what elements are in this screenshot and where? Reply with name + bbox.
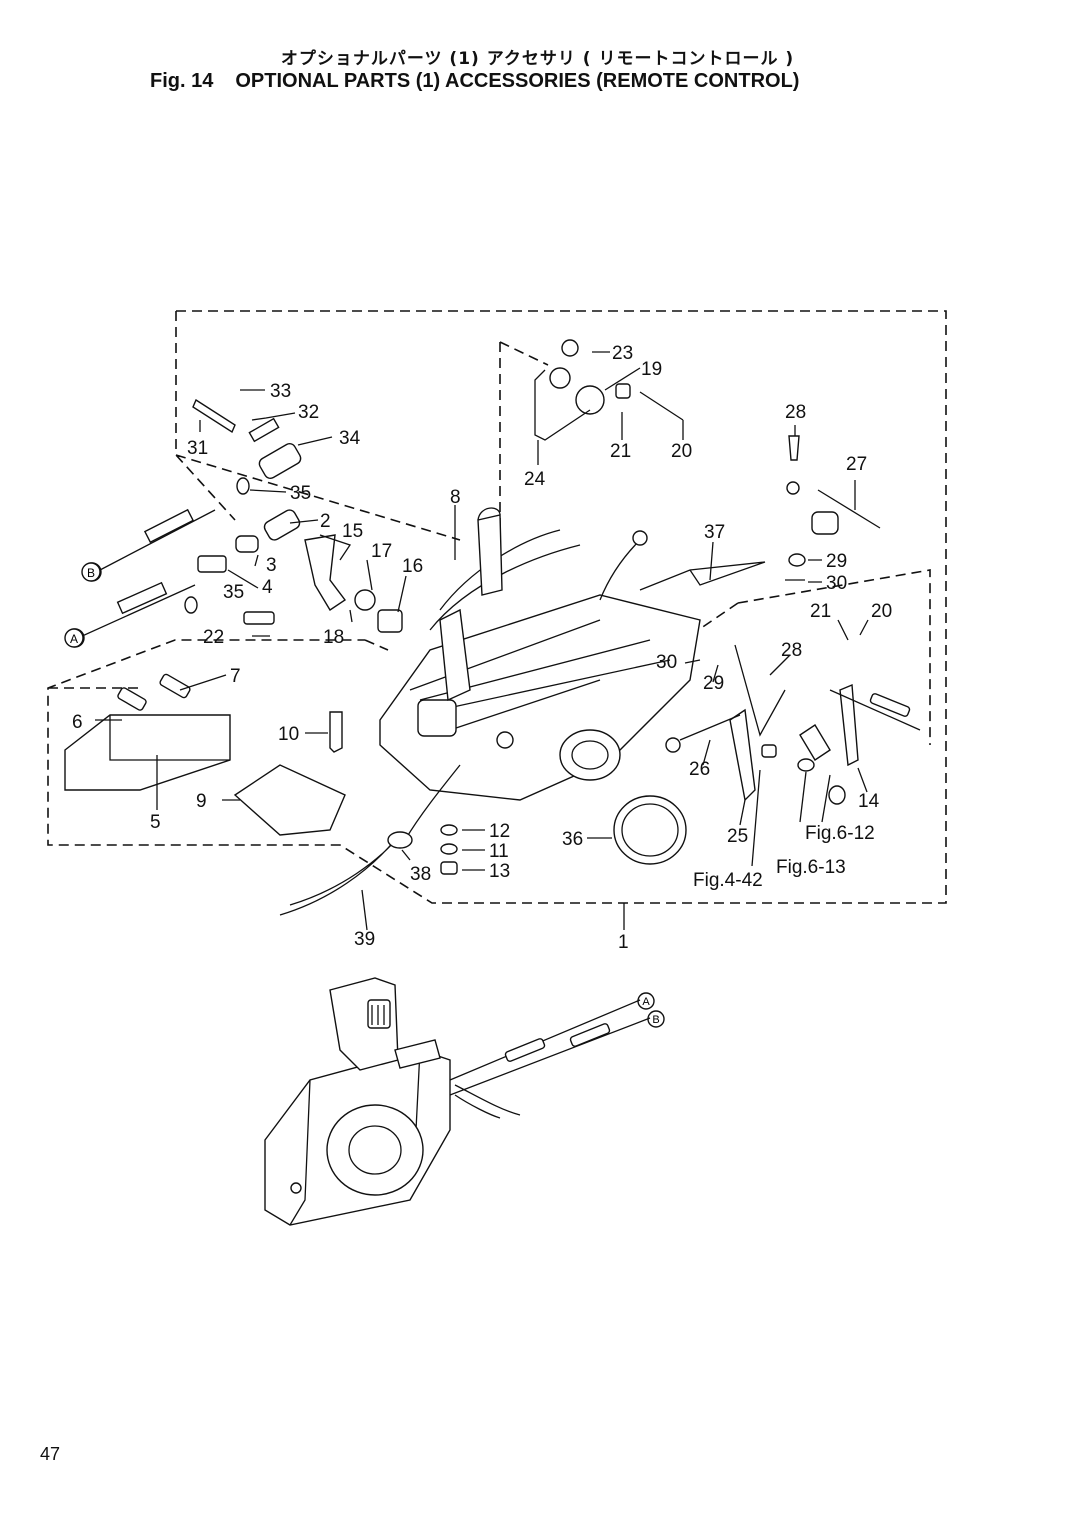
bolt-7 bbox=[159, 673, 191, 699]
marker-b-lower: B bbox=[652, 1014, 659, 1026]
callout-1: 1 bbox=[618, 932, 629, 953]
callout-5: 5 bbox=[150, 812, 161, 833]
marker-a-lower: A bbox=[642, 996, 650, 1008]
callout-15: 15 bbox=[342, 521, 363, 542]
bolt-22 bbox=[243, 611, 275, 625]
callout-24: 24 bbox=[524, 469, 546, 490]
spring-pin-32 bbox=[248, 417, 280, 443]
figure-number: Fig. 14 bbox=[150, 70, 214, 92]
inner-dashed-line bbox=[499, 341, 931, 745]
callout-19: 19 bbox=[641, 359, 662, 380]
callout-37: 37 bbox=[704, 522, 725, 543]
plate-9 bbox=[233, 764, 346, 836]
callout-20-lower: 20 bbox=[871, 601, 892, 622]
callout-8: 8 bbox=[450, 487, 461, 508]
wire-37 bbox=[639, 561, 766, 591]
spring-4 bbox=[197, 555, 227, 573]
callout-14: 14 bbox=[858, 791, 880, 812]
callout-22: 22 bbox=[203, 627, 224, 648]
cable-27 bbox=[785, 435, 881, 581]
cable-b-upper bbox=[82, 508, 216, 582]
control-housing-assembly bbox=[379, 529, 701, 801]
callout-35-lower: 35 bbox=[223, 582, 244, 603]
callout-4: 4 bbox=[262, 577, 273, 598]
shift-lever-arm bbox=[477, 514, 503, 596]
callout-7: 7 bbox=[230, 666, 241, 687]
callout-33: 33 bbox=[270, 381, 291, 402]
callout-12: 12 bbox=[489, 821, 510, 842]
callout-27: 27 bbox=[846, 454, 867, 475]
callout-20-upper: 20 bbox=[671, 441, 692, 462]
callout-25: 25 bbox=[727, 826, 748, 847]
callout-21-lower: 21 bbox=[810, 601, 831, 622]
callout-13: 13 bbox=[489, 861, 510, 882]
bracket-14 bbox=[797, 683, 921, 805]
nut-13 bbox=[440, 861, 458, 875]
callout-23: 23 bbox=[612, 343, 633, 364]
lever-25 bbox=[665, 644, 786, 802]
page-number: 47 bbox=[40, 1444, 61, 1464]
callout-34: 34 bbox=[339, 428, 361, 449]
callout-3: 3 bbox=[266, 555, 277, 576]
bushing-16 bbox=[377, 609, 403, 633]
cable-joint-34 bbox=[258, 442, 302, 480]
washer-12 bbox=[440, 824, 458, 836]
callout-36: 36 bbox=[562, 829, 583, 850]
part-callouts: 33 32 31 34 35 2 15 3 17 16 4 35 22 18 8… bbox=[72, 343, 892, 953]
callout-9: 9 bbox=[196, 791, 207, 812]
page-title: Fig. 14 OPTIONAL PARTS (1) ACCESSORIES (R… bbox=[150, 70, 799, 93]
assembly-boundary bbox=[47, 310, 947, 904]
callout-6: 6 bbox=[72, 712, 83, 733]
callout-29-upper: 29 bbox=[826, 551, 847, 572]
cable-joint-2 bbox=[263, 509, 301, 541]
callout-21-upper: 21 bbox=[610, 441, 631, 462]
washer-35b bbox=[184, 596, 198, 614]
page-title-japanese: オプショナルパーツ (1) アクセサリ ( リモートコントロール ) bbox=[280, 49, 795, 69]
callout-2: 2 bbox=[320, 511, 331, 532]
callout-29-lower: 29 bbox=[703, 673, 724, 694]
collar-3 bbox=[235, 535, 259, 553]
callout-30-upper: 30 bbox=[826, 573, 847, 594]
cap-36 bbox=[613, 795, 687, 865]
lever-15 bbox=[304, 534, 347, 611]
leader-lines bbox=[95, 351, 869, 931]
pin-31 bbox=[192, 398, 236, 434]
callout-26: 26 bbox=[689, 759, 710, 780]
switch-19 bbox=[534, 339, 631, 441]
callout-38: 38 bbox=[410, 864, 431, 885]
callout-11: 11 bbox=[489, 841, 509, 862]
marker-b-upper: B bbox=[87, 566, 95, 580]
callout-16: 16 bbox=[402, 556, 423, 577]
connector-markers: B A A B bbox=[64, 562, 665, 1028]
washer-11 bbox=[440, 843, 458, 855]
ref-fig-6-13: Fig.6-13 bbox=[776, 857, 846, 878]
callout-18: 18 bbox=[323, 627, 344, 648]
callout-10: 10 bbox=[278, 724, 299, 745]
remote-control-box-illustration bbox=[264, 977, 651, 1226]
callout-30-lower: 30 bbox=[656, 652, 677, 673]
bolt-10 bbox=[329, 711, 343, 753]
callout-28-upper: 28 bbox=[785, 402, 806, 423]
wire-harness-39 bbox=[279, 764, 461, 916]
washer-17 bbox=[354, 589, 376, 611]
callout-31: 31 bbox=[187, 438, 208, 459]
marker-a-upper: A bbox=[70, 632, 78, 646]
callout-39: 39 bbox=[354, 929, 375, 950]
callout-17: 17 bbox=[371, 541, 392, 562]
callout-32: 32 bbox=[298, 402, 319, 423]
cable-a-upper bbox=[65, 581, 196, 648]
ref-fig-4-42: Fig.4-42 bbox=[693, 870, 763, 891]
bolt-6 bbox=[117, 687, 147, 711]
callout-35-upper: 35 bbox=[290, 483, 311, 504]
figure-title: OPTIONAL PARTS (1) ACCESSORIES (REMOTE C… bbox=[235, 70, 800, 92]
washer-35a bbox=[236, 477, 250, 495]
ref-fig-6-12: Fig.6-12 bbox=[805, 823, 875, 844]
callout-28-lower: 28 bbox=[781, 640, 802, 661]
bracket-5 bbox=[64, 714, 231, 791]
